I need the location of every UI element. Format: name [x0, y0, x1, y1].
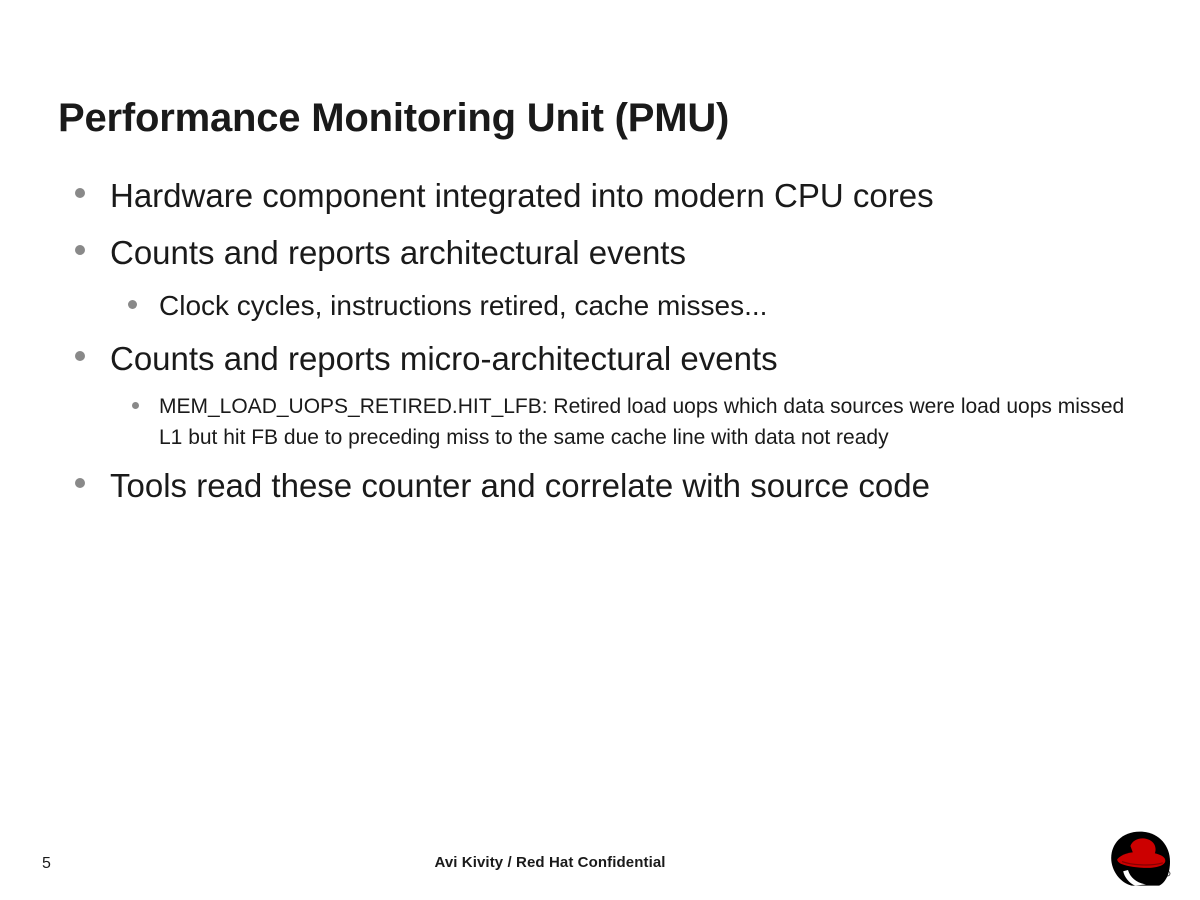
bullet-dot-icon — [75, 244, 85, 255]
page-number: 5 — [42, 855, 51, 872]
footer-text-container: Avi Kivity / Red Hat Confidential — [0, 854, 1200, 871]
bullet-dot-icon — [128, 299, 137, 309]
bullet-text: Hardware component integrated into moder… — [110, 177, 934, 214]
page-title: Performance Monitoring Unit (PMU) — [58, 95, 730, 140]
bullet-dot-icon — [132, 402, 139, 410]
red-hat-shadowman-logo — [1104, 828, 1176, 888]
bullet-text: MEM_LOAD_UOPS_RETIRED.HIT_LFB: Retired l… — [159, 395, 1125, 449]
bullet-item-level3: MEM_LOAD_UOPS_RETIRED.HIT_LFB: Retired l… — [58, 392, 1143, 453]
bullet-text: Clock cycles, instructions retired, cach… — [159, 289, 768, 321]
bullet-text: Counts and reports architectural events — [110, 233, 686, 271]
bullet-dot-icon — [75, 188, 85, 198]
bullet-dot-icon — [75, 351, 85, 362]
bullet-item-level1: Counts and reports micro-architectural e… — [58, 335, 1143, 383]
bullet-dot-icon — [75, 478, 85, 488]
footer-text: Avi Kivity / Red Hat Confidential — [434, 854, 666, 871]
slide-body-content: Hardware component integrated into moder… — [58, 172, 1143, 519]
bullet-text: Tools read these counter and correlate w… — [110, 467, 930, 504]
bullet-item-level2: Clock cycles, instructions retired, cach… — [58, 286, 1143, 327]
bullet-item-level1: Hardware component integrated into moder… — [58, 172, 1143, 220]
bullet-item-level1: Counts and reports architectural events — [58, 229, 1143, 277]
bullet-item-level1: Tools read these counter and correlate w… — [58, 462, 1143, 510]
bullet-text: Counts and reports micro-architectural e… — [110, 340, 778, 378]
